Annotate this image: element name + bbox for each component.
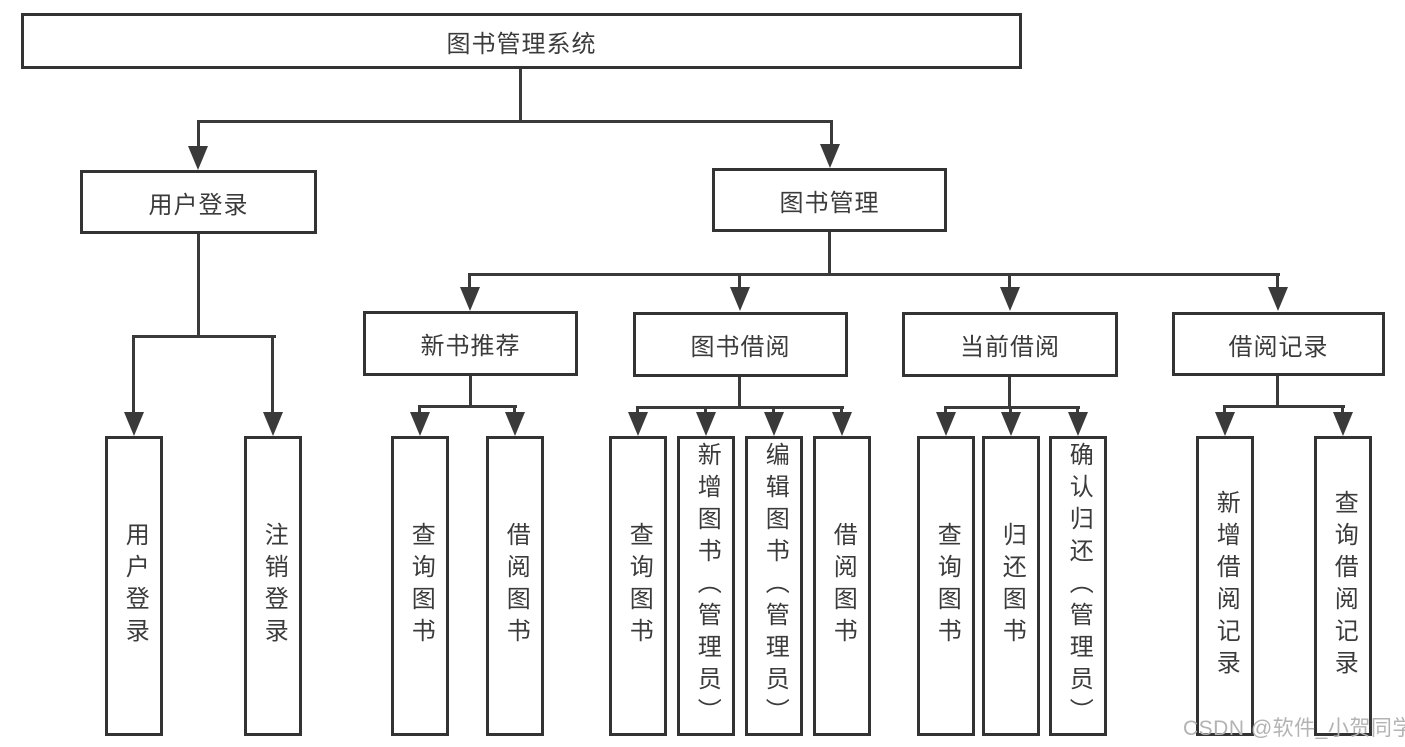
connector-line [469,376,472,405]
leaf-query-books-current: 查询图书 [917,436,975,736]
leaf-edit-book-admin-label: 编辑图书（管理员） [761,442,789,730]
connector-line [738,273,741,287]
leaf-return-book: 归还图书 [982,436,1040,736]
node-borrow-records-label: 借阅记录 [1228,333,1329,361]
node-root-label: 图书管理系统 [446,30,597,58]
leaf-edit-book-admin: 编辑图书（管理员） [745,436,803,736]
node-current-borrow: 当前借阅 [902,312,1118,377]
connector-line [132,335,135,412]
connector-line [944,406,947,412]
connector-line [1341,405,1344,412]
arrow-down-icon [410,412,430,436]
arrow-down-icon [696,412,716,436]
arrow-down-icon [1068,412,1088,436]
connector-line [840,406,843,412]
connector-line [704,406,707,412]
leaf-add-book-admin-label: 新增图书（管理员） [693,442,721,730]
node-root: 图书管理系统 [21,13,1022,69]
node-current-borrow-label: 当前借阅 [960,334,1060,361]
connector-line [197,120,833,123]
connector-line [636,406,639,412]
connector-line [1223,405,1345,408]
arrow-down-icon [1001,412,1021,436]
connector-line [830,120,833,146]
arrow-down-icon [936,412,956,436]
arrow-down-icon [124,412,144,436]
arrow-down-icon [730,287,750,311]
node-book-management: 图书管理 [712,168,947,232]
leaf-borrow-books-recommend-label: 借阅图书 [502,522,530,650]
leaf-user-login-label: 用户登录 [121,522,149,650]
connector-line [519,69,522,121]
leaf-query-borrow-record: 查询借阅记录 [1314,436,1372,736]
node-new-book-recommend: 新书推荐 [363,311,578,376]
connector-line [1009,406,1012,412]
leaf-confirm-return-admin-label: 确认归还（管理员） [1065,442,1093,730]
arrow-down-icon [832,412,852,436]
leaf-add-book-admin: 新增图书（管理员） [677,436,735,736]
connector-line [1008,273,1011,287]
leaf-query-books-recommend: 查询图书 [391,436,449,736]
arrow-down-icon [263,412,283,436]
leaf-query-books-borrow: 查询图书 [609,436,667,736]
connector-line [271,335,274,412]
connector-line [197,234,200,335]
connector-line [772,406,775,412]
leaf-logout-login: 注销登录 [244,436,302,736]
leaf-add-borrow-record: 新增借阅记录 [1196,436,1254,736]
arrow-down-icon [628,412,648,436]
connector-line [1008,377,1011,406]
node-book-borrow: 图书借阅 [633,312,848,377]
leaf-query-books-current-label: 查询图书 [933,522,961,650]
leaf-borrow-books-recommend: 借阅图书 [486,436,544,736]
node-book-borrow-label: 图书借阅 [690,334,791,361]
node-user-login: 用户登录 [80,170,317,234]
connector-line [132,335,276,338]
node-borrow-records: 借阅记录 [1172,312,1385,376]
arrow-down-icon [1268,287,1288,311]
arrow-down-icon [1215,412,1235,436]
arrow-down-icon [1000,287,1020,311]
arrow-down-icon [1333,412,1353,436]
leaf-query-borrow-record-label: 查询借阅记录 [1330,490,1358,682]
connector-line [418,405,421,412]
arrow-down-icon [460,287,480,311]
leaf-add-borrow-record-label: 新增借阅记录 [1212,490,1240,682]
leaf-return-book-label: 归还图书 [998,522,1026,650]
leaf-confirm-return-admin: 确认归还（管理员） [1049,436,1107,736]
leaf-query-books-recommend-label: 查询图书 [407,522,435,650]
connector-line [1276,376,1279,405]
node-new-book-recommend-label: 新书推荐 [420,333,521,360]
connector-line [513,405,516,412]
connector-line [468,273,471,287]
watermark: CSDN @软件_小贺同学 [1183,717,1405,740]
node-book-management-label: 图书管理 [779,189,880,217]
connector-line [828,232,831,273]
arrow-down-icon [188,146,208,170]
connector-line [1276,273,1279,287]
node-user-login-label: 用户登录 [148,191,249,219]
connector-line [1223,405,1226,412]
leaf-logout-login-label: 注销登录 [260,522,288,650]
leaf-borrow-books: 借阅图书 [813,436,871,736]
connector-line [738,377,741,406]
arrow-down-icon [820,144,840,168]
arrow-down-icon [505,412,525,436]
connector-line [1076,406,1079,412]
leaf-user-login: 用户登录 [105,436,163,736]
leaf-borrow-books-label: 借阅图书 [829,522,857,650]
connector-line [468,273,1280,276]
connector-line [944,406,1080,409]
connector-line [636,406,844,409]
leaf-query-books-borrow-label: 查询图书 [625,522,653,650]
connector-line [418,405,517,408]
connector-line [197,120,200,148]
arrow-down-icon [764,412,784,436]
